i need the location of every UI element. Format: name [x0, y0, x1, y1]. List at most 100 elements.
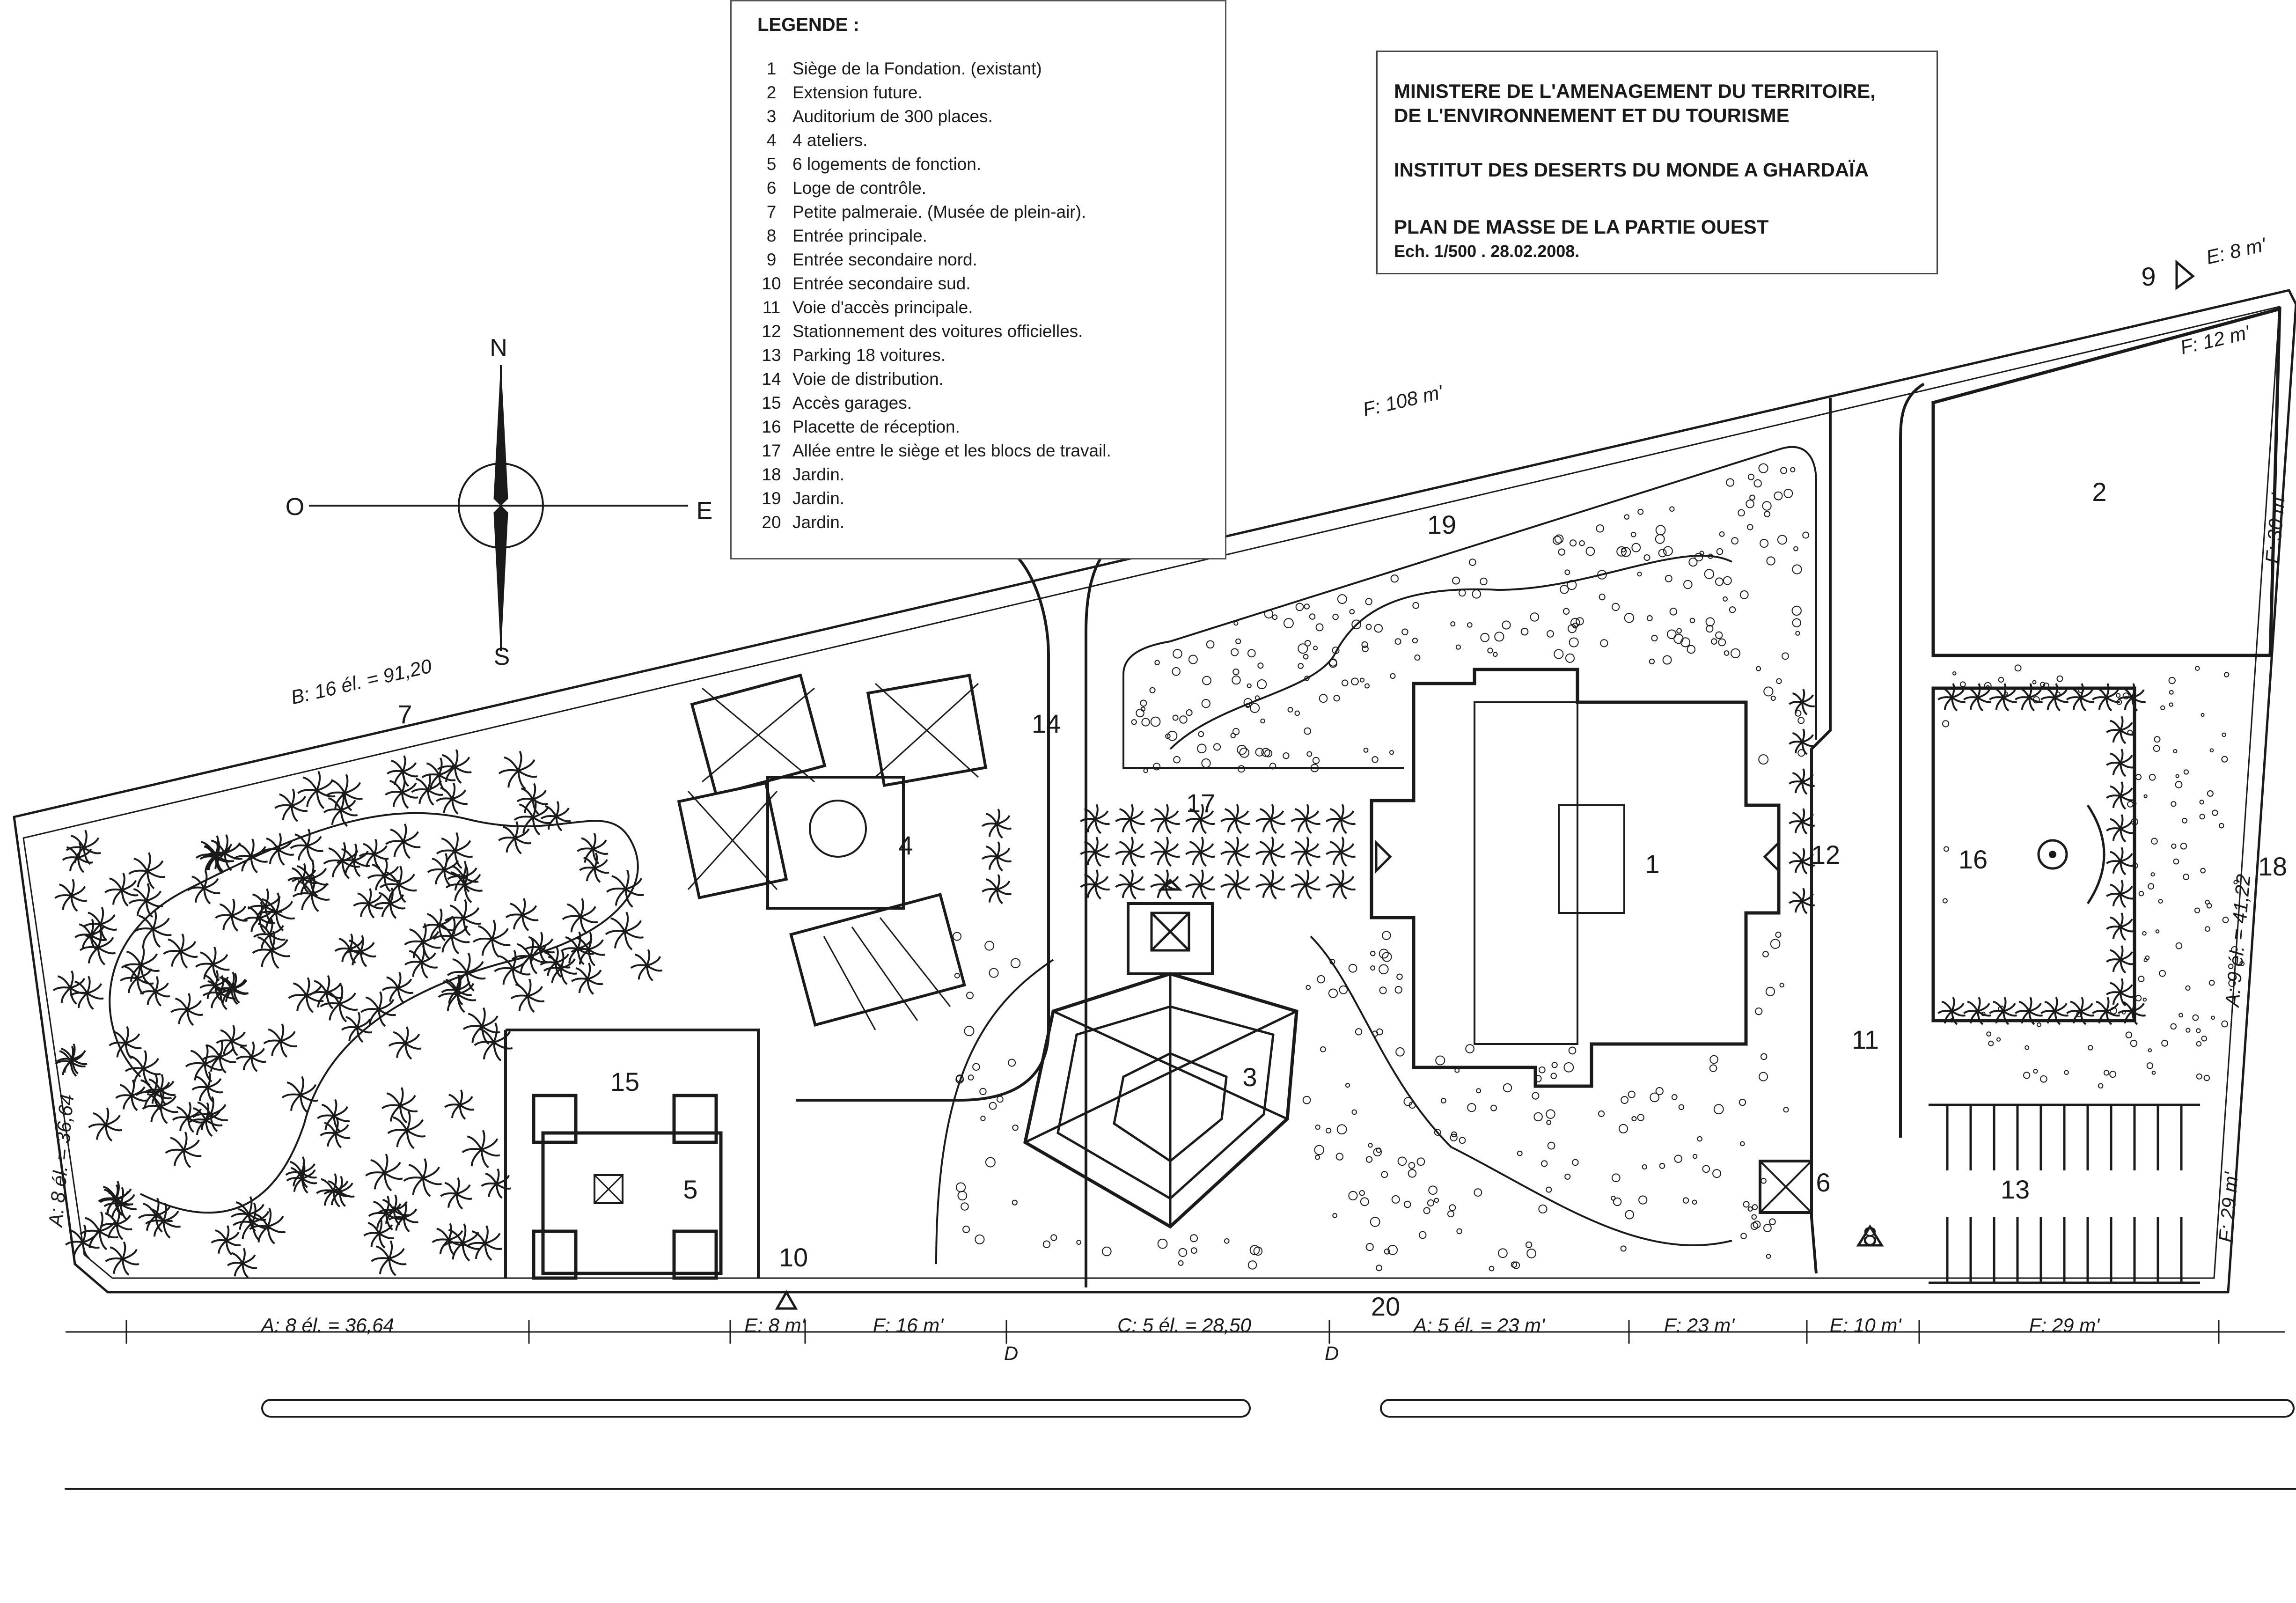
legend-item-label: 6 logements de fonction.	[792, 154, 982, 174]
placette-fountain	[2037, 839, 2068, 870]
shrub-dot	[1766, 556, 1775, 566]
shrub-dot	[1666, 629, 1677, 640]
legend-item-number: 8	[766, 226, 777, 245]
shrub-dot	[2043, 682, 2049, 689]
shrub-dot	[1143, 768, 1148, 773]
shrub-dot	[1154, 660, 1160, 666]
shrub-dot	[2023, 1072, 2031, 1079]
shrub-dot	[1295, 603, 1304, 611]
shrub-dot	[2056, 691, 2061, 696]
compass-south: S	[494, 643, 510, 670]
shrub-dot	[1434, 1198, 1439, 1203]
palm-tree-icon	[2106, 912, 2135, 941]
shrub-dot	[1264, 749, 1273, 757]
shrub-dot	[1646, 615, 1653, 621]
shrub-dot	[1232, 728, 1240, 735]
palm-tree-icon	[297, 771, 336, 809]
palm-tree-icon	[560, 931, 594, 965]
shrub-dot	[989, 968, 999, 978]
shrub-dot	[2040, 1075, 2047, 1083]
palm-tree-icon	[511, 938, 548, 975]
dim-east-f30: F: 30 m'	[2261, 492, 2289, 565]
palm-tree-icon	[292, 875, 330, 912]
palm-tree-icon	[443, 1223, 481, 1262]
shrub-dot	[989, 1102, 997, 1110]
shrub-dot	[1459, 1137, 1466, 1144]
shrub-dot	[1538, 1204, 1548, 1213]
shrub-dot	[1298, 643, 1308, 654]
palm-tree-icon	[128, 883, 163, 918]
shrub-dot	[1403, 1200, 1411, 1208]
shrub-dot	[1631, 543, 1641, 552]
shrub-dot	[1600, 639, 1608, 647]
shrub-dot	[2175, 942, 2183, 949]
shrub-dot	[1687, 645, 1696, 654]
legend-item-label: Jardin.	[792, 465, 845, 484]
shrub-dot	[1783, 1107, 1789, 1113]
shrub-dot	[1474, 1188, 1482, 1197]
palm-tree-icon	[165, 1132, 202, 1169]
palm-tree-icon	[1937, 683, 1966, 712]
shrub-dot	[2143, 794, 2148, 798]
shrub-dot	[1674, 1154, 1682, 1163]
palm-tree-icon	[516, 783, 548, 815]
shrub-dot	[1416, 1157, 1425, 1166]
shrub-dot	[1551, 1062, 1558, 1068]
road-median-west	[261, 1399, 1251, 1418]
shrub-dot	[1178, 1260, 1184, 1266]
palm-tree-icon	[505, 898, 539, 932]
legend-item-label: Entrée principale.	[792, 226, 927, 245]
shrub-dot	[2104, 1070, 2110, 1076]
shrub-dot	[1680, 637, 1691, 647]
shrub-dot	[1783, 488, 1793, 498]
shrub-dot	[1525, 1241, 1533, 1248]
shrub-dot	[1408, 1101, 1416, 1109]
shrub-dot	[1494, 632, 1504, 642]
shrub-dot	[979, 1088, 987, 1096]
dim-d2: D	[1325, 1342, 1339, 1364]
shrub-dot	[1739, 590, 1749, 599]
palm-tree-icon	[1789, 848, 1815, 875]
zone-label-4: 4	[898, 831, 913, 860]
shrub-dot	[1775, 932, 1782, 938]
shrub-dot	[1336, 1124, 1347, 1135]
shrub-dot	[1465, 1044, 1474, 1053]
shrub-dot	[1665, 574, 1672, 582]
shrub-dot	[2150, 872, 2155, 877]
shrub-dot	[1312, 757, 1320, 765]
shrub-dot	[1642, 1164, 1647, 1170]
shrub-dot	[1261, 748, 1270, 757]
palm-tree-icon	[65, 1224, 100, 1259]
shrub-dot	[1662, 655, 1672, 665]
palm-tree-icon	[287, 863, 318, 893]
shrub-dot	[1449, 1204, 1456, 1212]
legend-item-label: Siège de la Fondation. (existant)	[792, 59, 1042, 78]
palm-tree-icon	[422, 908, 455, 941]
shrub-dot	[2203, 1074, 2210, 1081]
shrub-dot	[2168, 676, 2176, 684]
zone-label-13: 13	[2001, 1175, 2030, 1204]
shrub-dot	[1201, 758, 1211, 768]
palm-tree-icon	[1789, 888, 1815, 914]
palm-tree-icon	[1291, 869, 1321, 900]
shrub-dot	[957, 1191, 968, 1201]
shrub-dot	[1597, 570, 1607, 580]
shrub-dot	[1763, 1224, 1772, 1232]
palm-tree-icon	[982, 841, 1012, 872]
palm-tree-icon	[411, 773, 444, 806]
shrub-dot	[1243, 698, 1253, 707]
shrub-dot	[2209, 748, 2214, 753]
shrub-dot	[1427, 1199, 1435, 1207]
palm-tree-icon	[371, 1240, 407, 1276]
shrub-dot	[1360, 1197, 1369, 1206]
shrub-dot	[1585, 546, 1595, 556]
zone-label-10: 10	[779, 1243, 808, 1272]
road-14-east-edge	[1085, 532, 1124, 1287]
shrub-dot	[2169, 702, 2173, 707]
shrub-dot	[1310, 764, 1319, 772]
